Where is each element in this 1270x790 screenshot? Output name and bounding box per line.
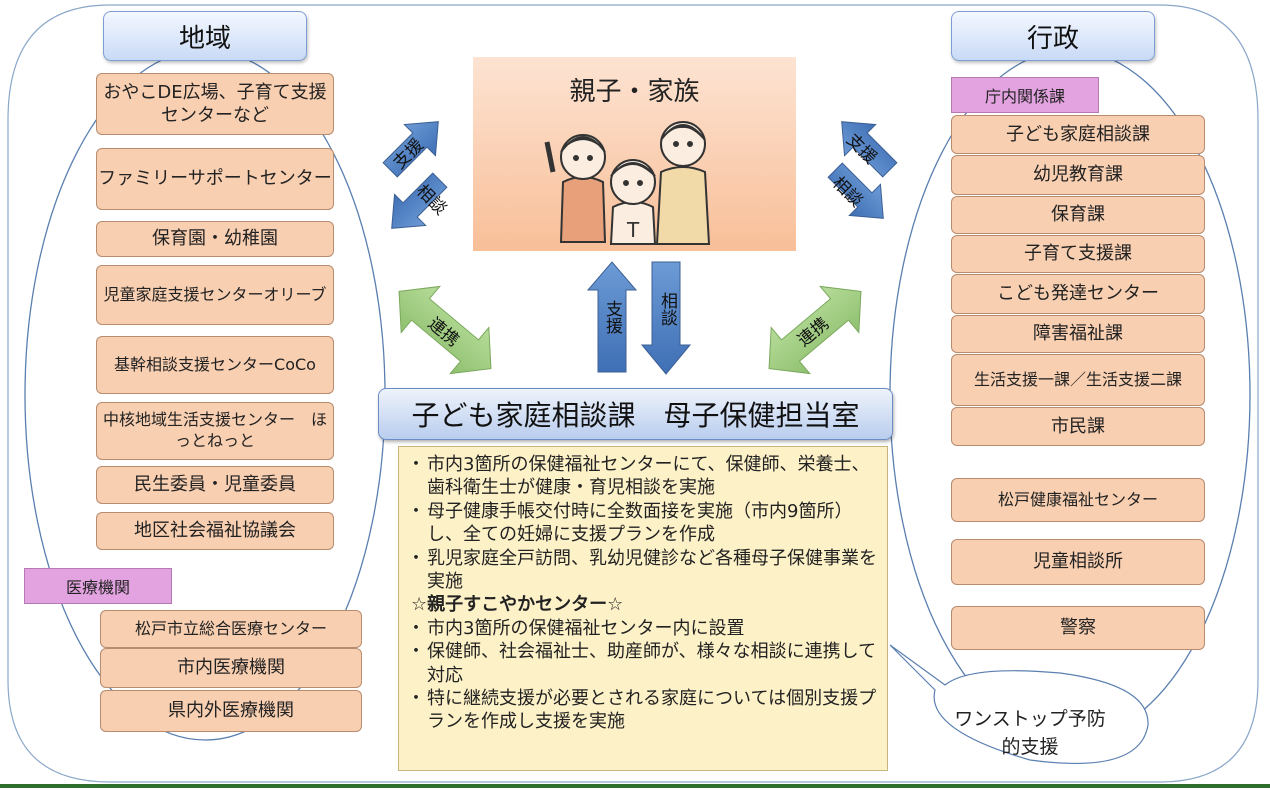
right-item-child-family: 子ども家庭相談課 [951,115,1205,154]
family-illustration: T [544,121,711,245]
center-support-arrow [586,261,638,373]
left-item-olive: 児童家庭支援センターオリーブ [96,265,334,325]
dept-label: 庁内関係課 [951,77,1099,113]
left-item-welfare-commissioner: 民生委員・児童委員 [96,466,334,504]
center-consult-label: 相談 [657,292,677,326]
callout-bubble [889,644,1149,765]
region-header: 地域 [103,11,307,61]
right-item-health-center: 松戸健康福祉センター [951,478,1205,522]
right-item-early-education: 幼児教育課 [951,155,1205,195]
right-consult-arrow [827,162,884,219]
center-detail-box: 市内3箇所の保健福祉センターにて、保健師、栄養士、歯科衛生士が健康・育児相談を実… [398,446,888,771]
right-link-arrow [768,285,862,375]
medical-item-prefecture: 県内外医療機関 [100,690,362,732]
left-item-coco: 基幹相談支援センターCoCo [96,336,334,394]
center-support-label: 支援 [602,300,622,334]
left-item-family-support: ファミリーサポートセンター [96,148,334,210]
family-box: 親子・家族 T [473,57,796,251]
right-item-disability: 障害福祉課 [951,315,1205,353]
right-item-parenting-support: 子育て支援課 [951,235,1205,273]
center-title: 子ども家庭相談課 母子保健担当室 [378,388,893,440]
sukoyaka-heading: ☆親子すこやかセンター☆ [411,594,624,616]
medical-item-general-hospital: 松戸市立総合医療センター [100,610,362,648]
right-item-police: 警察 [951,606,1205,650]
detail-bullet: 乳児家庭全戸訪問、乳幼児健診など各種母子保健事業を実施 [407,547,877,594]
right-item-development-center: こども発達センター [951,274,1205,314]
left-item-hottonetto: 中核地域生活支援センター ほっとねっと [96,402,334,460]
medical-label: 医療機関 [24,568,172,604]
left-support-arrow [382,121,439,178]
left-item-nursery: 保育園・幼稚園 [96,221,334,257]
right-item-livelihood: 生活支援一課／生活支援二課 [951,354,1205,406]
family-title: 親子・家族 [569,77,700,107]
right-item-childcare: 保育課 [951,196,1205,234]
left-link-arrow [398,285,492,375]
svg-text:T: T [626,218,640,242]
detail-bullet: 母子健康手帳交付時に全数面接を実施（市内9箇所）し、全ての妊婦に支援プランを作成 [407,500,877,547]
left-item-social-welfare-council: 地区社会福祉協議会 [96,512,334,550]
left-item-oyako: おやこDE広場、子育て支援センターなど [96,73,334,135]
sukoyaka-bullet: 特に継続支援が必要とされる家庭については個別支援プランを作成し支援を実施 [407,687,877,734]
callout-text: ワンストップ予防的支援 [954,708,1106,758]
right-item-child-guidance: 児童相談所 [951,539,1205,585]
detail-bullet: 市内3箇所の保健福祉センターにて、保健師、栄養士、歯科衛生士が健康・育児相談を実… [407,453,877,500]
left-consult-arrow [391,172,448,229]
right-support-arrow [841,121,898,178]
sukoyaka-bullet: 保健師、社会福祉士、助産師が、様々な相談に連携して対応 [407,640,877,687]
medical-item-city: 市内医療機関 [100,648,362,688]
center-consult-arrow [640,261,692,375]
government-header: 行政 [951,11,1155,61]
right-item-citizens: 市民課 [951,407,1205,446]
sukoyaka-bullet: 市内3箇所の保健福祉センター内に設置 [407,617,877,641]
